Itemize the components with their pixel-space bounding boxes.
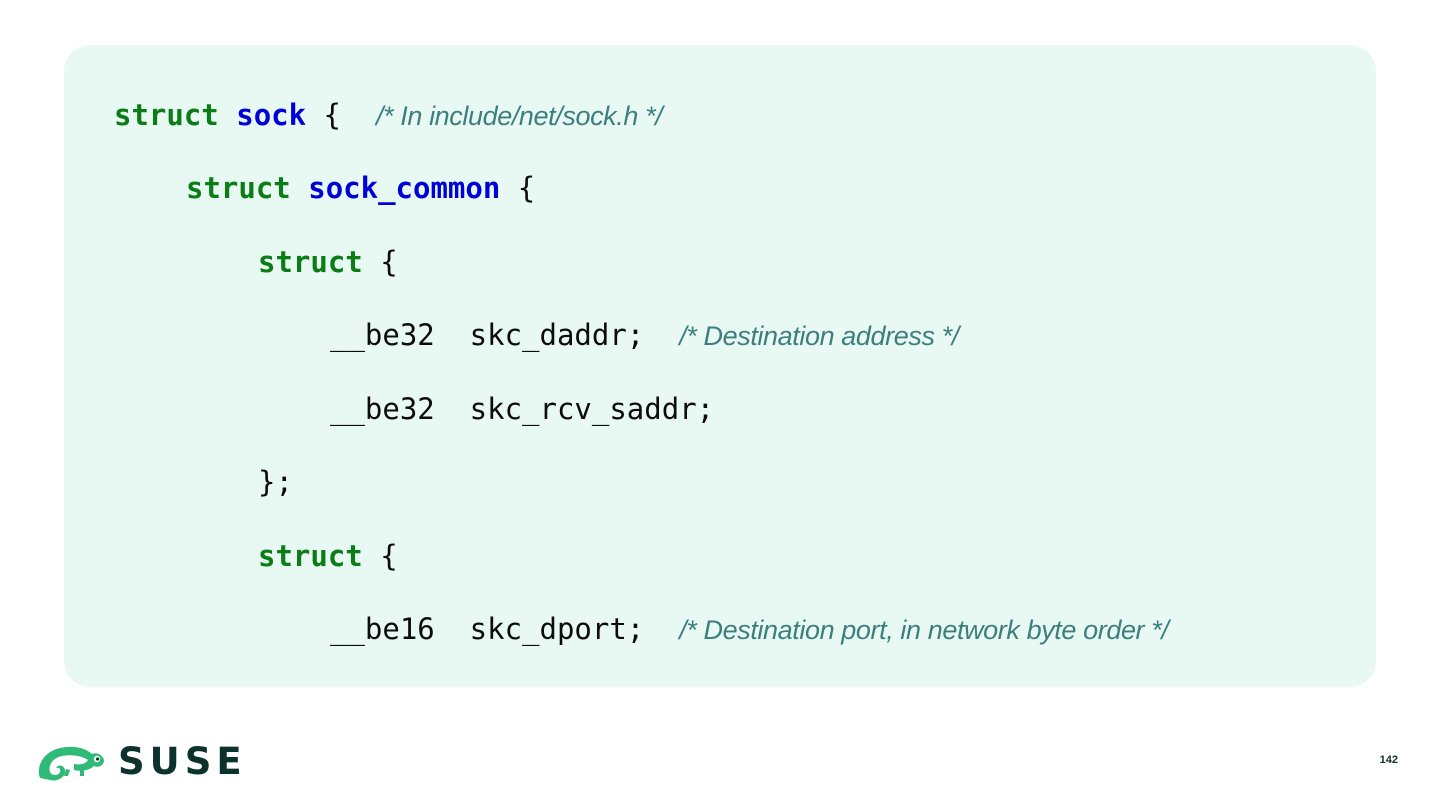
code-line-8: __be16 skc_dport; /* Destination port, i…: [330, 609, 1169, 649]
punctuation: {: [323, 98, 342, 132]
code-line-6: };: [258, 462, 293, 502]
code-line-2: struct sock_common {: [186, 168, 535, 208]
keyword: struct: [186, 171, 291, 205]
code-comment: /* Destination address */: [679, 321, 959, 351]
code-text: };: [258, 465, 293, 499]
code-panel: struct sock { /* In include/net/sock.h *…: [64, 45, 1376, 687]
suse-chameleon-icon: [38, 746, 104, 781]
code-comment: /* In include/net/sock.h */: [375, 101, 663, 131]
page-number: 142: [1379, 754, 1398, 766]
code-line-7: struct {: [258, 536, 398, 576]
code-comment: /* Destination port, in network byte ord…: [679, 615, 1169, 645]
code-text: __be32 skc_daddr;: [330, 318, 645, 352]
punctuation: {: [380, 539, 398, 573]
type-name: sock_common: [308, 171, 501, 205]
code-line-5: __be32 skc_rcv_saddr;: [330, 389, 714, 429]
keyword: struct: [114, 98, 219, 132]
keyword: struct: [258, 539, 363, 573]
code-text: __be32 skc_rcv_saddr;: [330, 392, 715, 426]
suse-logo: SUSE: [34, 738, 247, 786]
punctuation: {: [380, 245, 398, 279]
type-name: sock: [236, 98, 307, 132]
code-text: __be16 skc_dport;: [330, 612, 645, 646]
punctuation: {: [517, 171, 536, 205]
code-line-1: struct sock { /* In include/net/sock.h *…: [114, 95, 663, 135]
code-line-3: struct {: [258, 242, 398, 282]
keyword: struct: [258, 245, 363, 279]
brand-name: SUSE: [118, 740, 247, 783]
code-line-4: __be32 skc_daddr; /* Destination address…: [330, 315, 959, 355]
